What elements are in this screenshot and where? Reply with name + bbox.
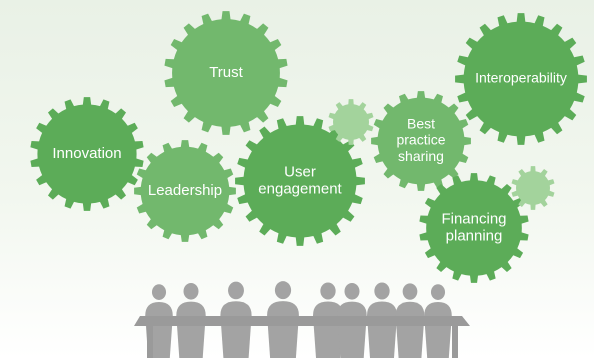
gear-label: Innovation [52, 145, 121, 162]
gear-trust: Trust [164, 11, 288, 135]
gear-icon [419, 173, 529, 283]
gears-layer: Trust InteroperabilityInnovationLeadershi… [30, 11, 587, 283]
conference-table [134, 316, 470, 326]
gear-leadership: Leadership [134, 140, 236, 242]
gear-label: Best [407, 116, 435, 132]
gear-icon [328, 99, 374, 145]
table-leg [147, 326, 153, 358]
gear-label: Leadership [148, 182, 222, 199]
gear-icon [164, 11, 288, 135]
gear-label: Financing [441, 210, 506, 227]
gear-small-center [328, 99, 374, 145]
gear-label: sharing [398, 148, 444, 164]
gear-icon [235, 116, 365, 246]
person-silhouette [176, 282, 206, 358]
person-silhouette [395, 283, 425, 358]
gear-label: User [284, 163, 316, 180]
person-silhouette [424, 284, 452, 358]
person-silhouette [337, 282, 367, 358]
gear-label: planning [446, 228, 503, 245]
gear-icon [371, 91, 471, 191]
person-silhouette [267, 281, 299, 358]
gear-small-right [511, 166, 555, 210]
meeting-silhouette [134, 281, 470, 358]
gear-label: practice [396, 132, 445, 148]
table-leg [452, 326, 458, 358]
person-silhouette [367, 282, 397, 358]
gear-icon [511, 166, 555, 210]
person-silhouette [313, 282, 343, 358]
gear-innovation: Innovation [30, 97, 144, 211]
gear-interoperability: Interoperability [455, 13, 587, 145]
gear-label: engagement [258, 181, 342, 198]
gear-icon [30, 97, 144, 211]
person-silhouette [220, 281, 252, 358]
gear-label: Trust [209, 64, 243, 81]
gear-label: Interoperability [475, 70, 567, 86]
gear-icon [455, 13, 587, 145]
gear-icon [134, 140, 236, 242]
